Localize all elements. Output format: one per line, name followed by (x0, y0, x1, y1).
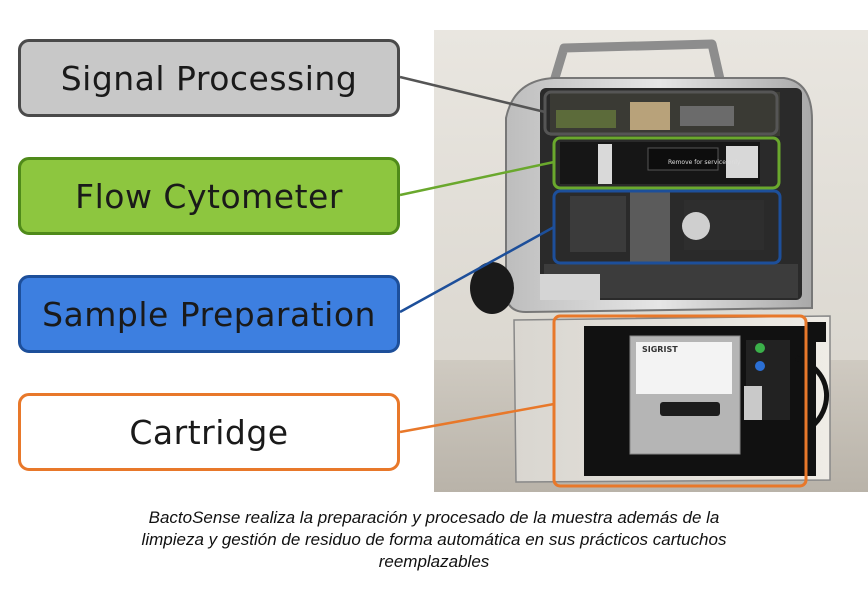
signal-connector-line (399, 75, 546, 114)
device-illustration: Remove for service only SIGRIST (434, 30, 868, 492)
service-label-text: Remove for service only (668, 159, 741, 166)
flow-connector-line (399, 160, 555, 197)
flow-highlight-box (552, 136, 781, 190)
flow-cytometer-label: Flow Cytometer (18, 157, 400, 235)
signal-highlight-box (543, 90, 779, 136)
sample-preparation-label: Sample Preparation (18, 275, 400, 353)
caption-line-3: reemplazables (378, 552, 490, 571)
brand-text: SIGRIST (642, 345, 678, 354)
cartridge-highlight-box (552, 314, 808, 488)
device-photo: Remove for service only SIGRIST (434, 30, 868, 492)
sample-connector-line (399, 225, 555, 314)
sample-highlight-box (552, 189, 782, 265)
caption-line-2: limpieza y gestión de residuo de forma a… (141, 530, 727, 549)
signal-processing-text: Signal Processing (60, 58, 358, 98)
caption-line-1: BactoSense realiza la preparación y proc… (148, 508, 720, 527)
sample-preparation-text: Sample Preparation (42, 294, 376, 334)
cartridge-text: Cartridge (129, 412, 289, 452)
flow-cytometer-text: Flow Cytometer (75, 176, 343, 216)
figure-caption: BactoSense realiza la preparación y proc… (0, 507, 868, 573)
cartridge-connector-line (399, 402, 555, 434)
signal-processing-label: Signal Processing (18, 39, 400, 117)
cartridge-label: Cartridge (18, 393, 400, 471)
